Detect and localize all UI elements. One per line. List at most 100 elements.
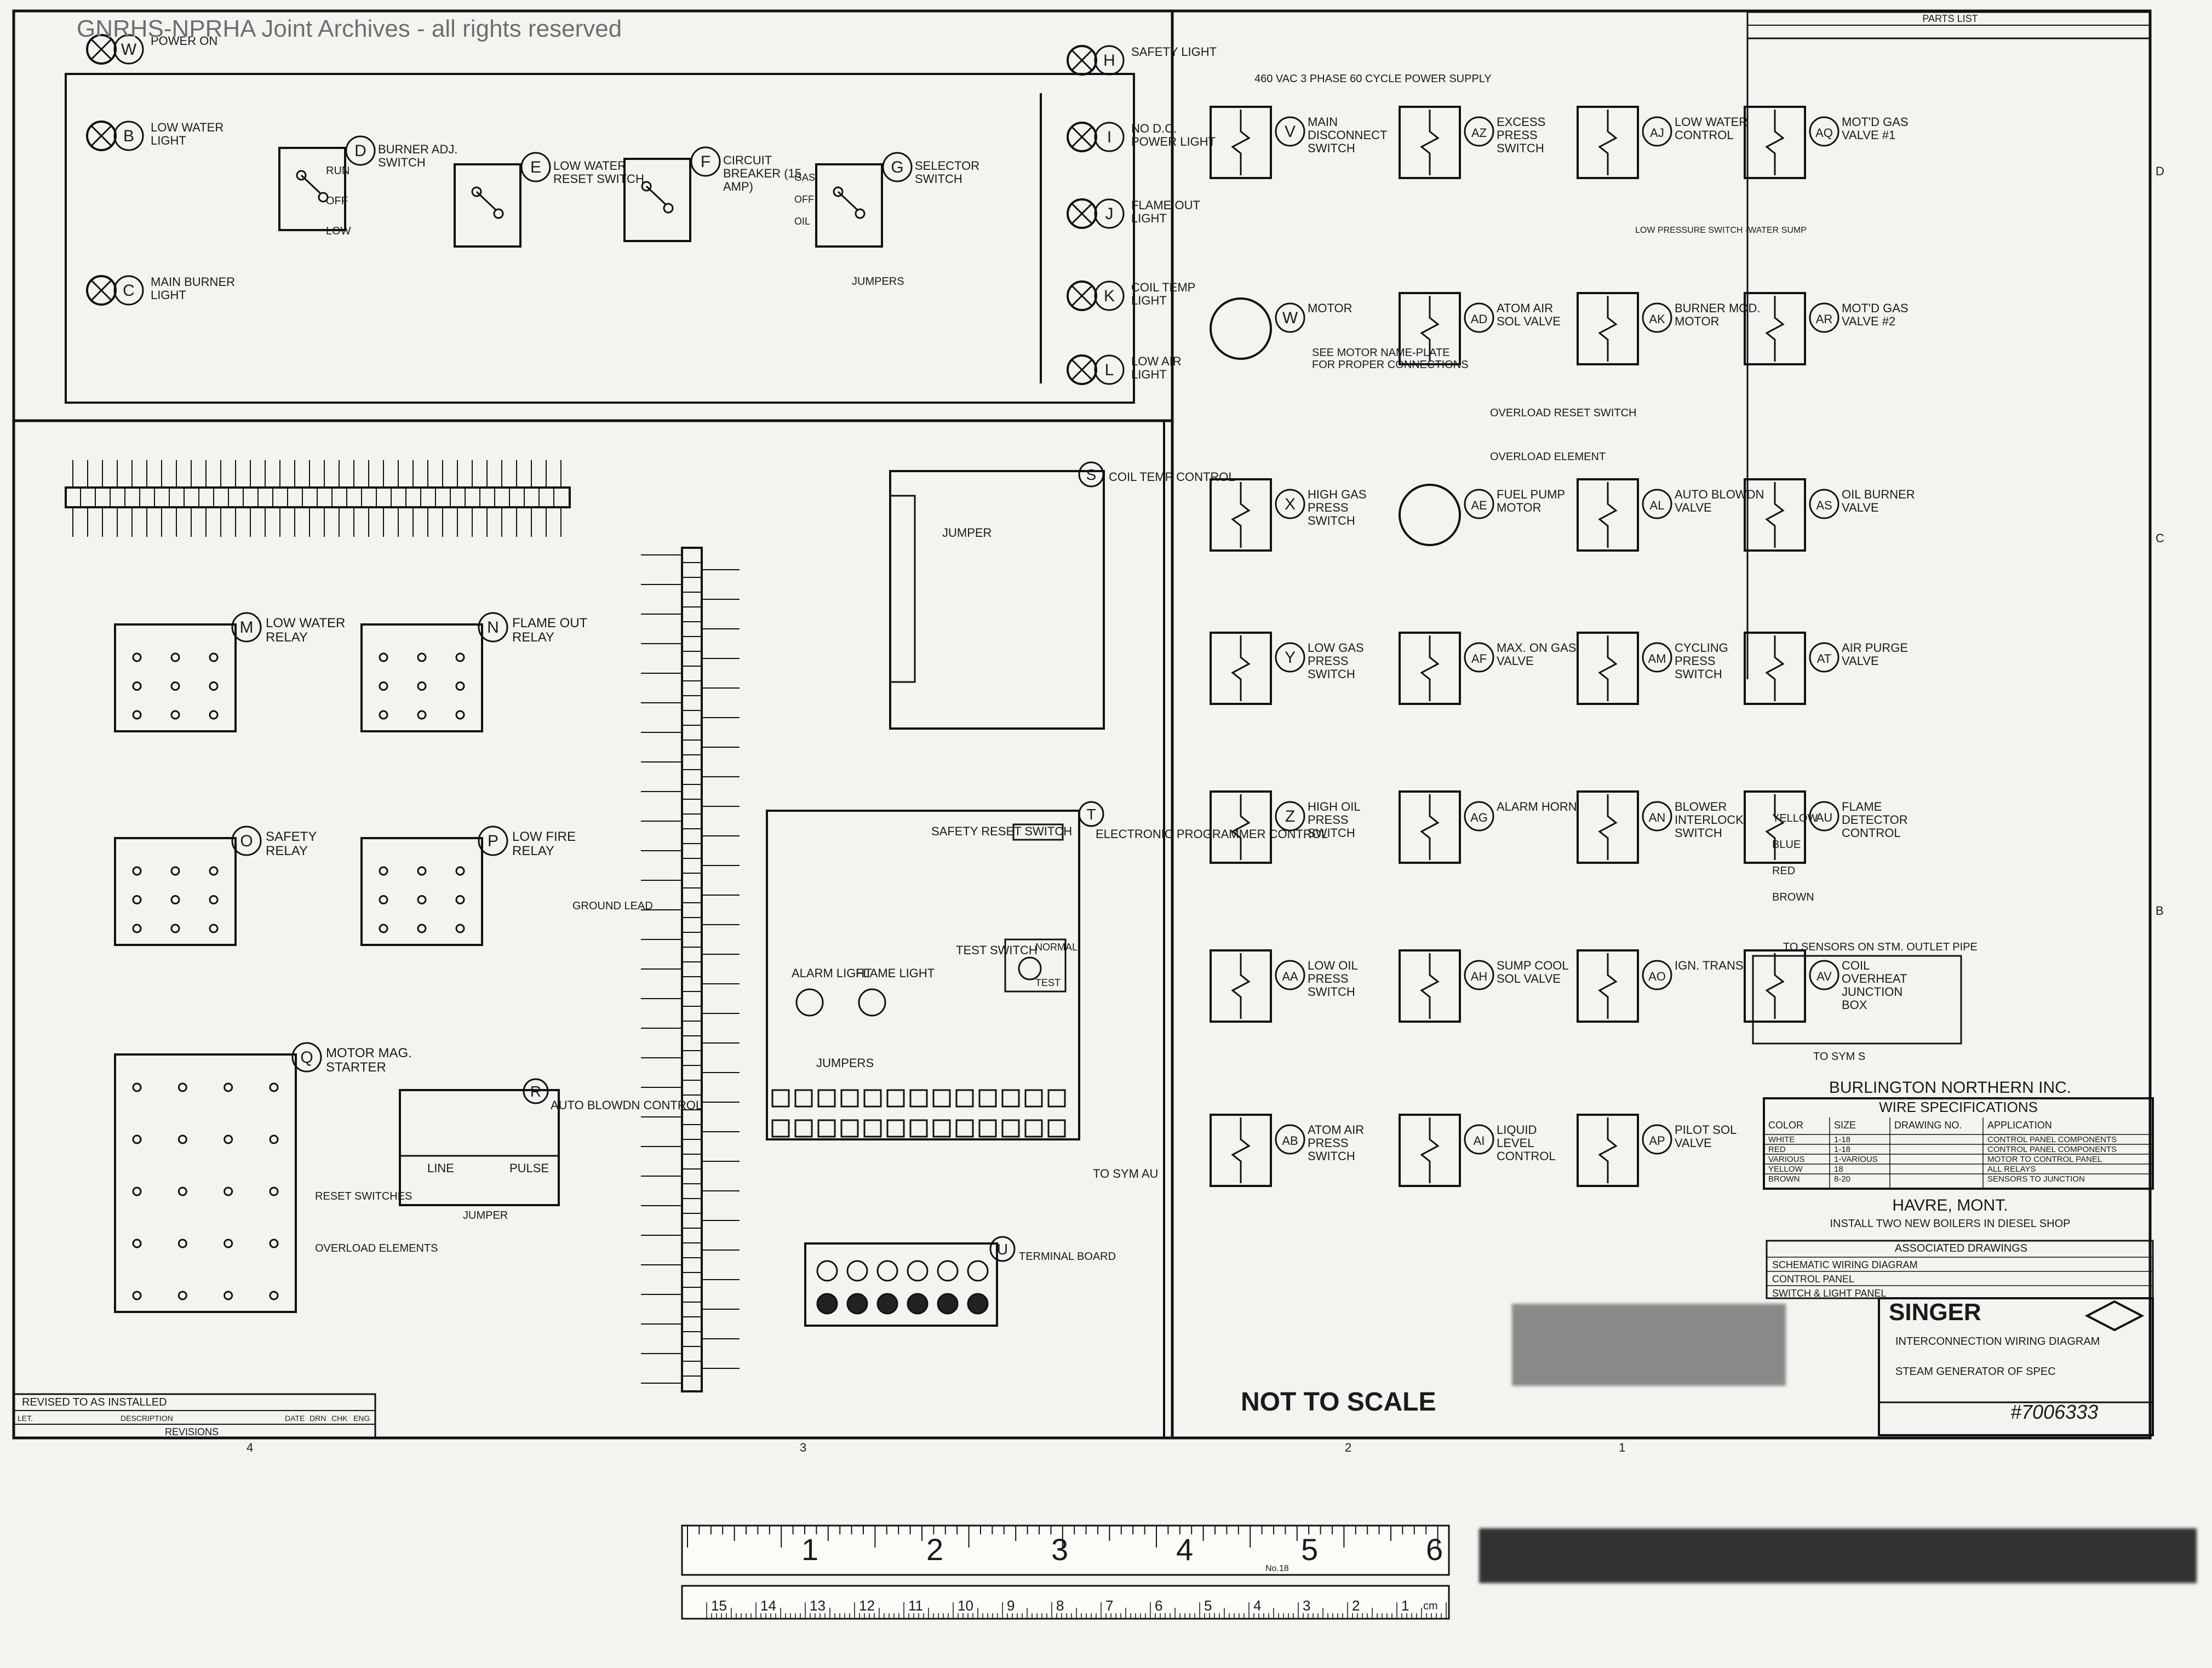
panel-E-tag-ring bbox=[520, 152, 551, 182]
panel-E-tag: E bbox=[530, 158, 541, 176]
field-AH-label-line: SOL VALVE bbox=[1497, 972, 1561, 985]
field-Y-tag: Y bbox=[1285, 649, 1296, 667]
field-AU-label-line: CONTROL bbox=[1842, 826, 1901, 840]
field-AQ-tag: AQ bbox=[1815, 126, 1833, 140]
panel-D-label-line: BURNER ADJ. bbox=[378, 142, 457, 156]
field-Z-tag: Z bbox=[1285, 807, 1295, 826]
field-W-tag-ring bbox=[1275, 302, 1305, 333]
field-AI-label-line: LEVEL bbox=[1497, 1136, 1534, 1150]
field-AD-label-line: SOL VALVE bbox=[1497, 314, 1561, 328]
zone-marker: 2 bbox=[1345, 1441, 1351, 1454]
device-body bbox=[1744, 790, 1806, 864]
field-Y-label-line: PRESS bbox=[1308, 654, 1349, 668]
ruler-inch-label: 4 bbox=[1176, 1532, 1193, 1567]
not-to-scale: NOT TO SCALE bbox=[1241, 1388, 1436, 1417]
ruler-cm-label: 9 bbox=[1007, 1597, 1015, 1614]
terminal-strip bbox=[65, 460, 571, 537]
wire-spec-cell: BROWN bbox=[1768, 1174, 1800, 1184]
field-AM-label-line: SWITCH bbox=[1675, 667, 1722, 681]
jumpers-label: JUMPERS bbox=[852, 276, 904, 288]
device-body bbox=[1577, 790, 1639, 864]
ruler-cm-label: 1 bbox=[1401, 1597, 1409, 1614]
field-AU-tag-ring bbox=[1809, 801, 1839, 832]
panel-K-label-line: LIGHT bbox=[1131, 294, 1167, 307]
field-Y-label-line: SWITCH bbox=[1308, 667, 1355, 681]
coil-temp-control-box: S COIL TEMP CONTROL JUMPER bbox=[889, 461, 1235, 730]
field-V-label-line: MAIN bbox=[1308, 115, 1338, 129]
panel-D-label-line: SWITCH bbox=[378, 156, 426, 169]
blowdown-pulse: PULSE bbox=[509, 1161, 549, 1175]
device-body bbox=[1744, 106, 1806, 179]
field-Y-label-line: LOW GAS bbox=[1308, 641, 1364, 655]
panel-W-label-line: POWER ON bbox=[151, 34, 217, 48]
field-AK-label-line: MOTOR bbox=[1675, 314, 1719, 328]
lamp-icon bbox=[1067, 354, 1097, 385]
programmer-jumpers: JUMPERS bbox=[816, 1056, 874, 1070]
to-sym-s: TO SYM S bbox=[1813, 1051, 1865, 1063]
wire-spec-header: COLOR bbox=[1768, 1120, 1803, 1131]
location: HAVRE, MONT. bbox=[1892, 1196, 2008, 1214]
field-AN-label-line: INTERLOCK bbox=[1675, 813, 1744, 827]
programmer-reset: SAFETY RESET SWITCH bbox=[931, 824, 1072, 838]
programmer-alarm-light: ALARM LIGHT bbox=[792, 966, 872, 980]
field-AM-label-line: PRESS bbox=[1675, 654, 1716, 668]
wire-spec-cell: 18 bbox=[1834, 1165, 1843, 1174]
switch-body bbox=[278, 147, 346, 231]
relay-O-label-line: SAFETY bbox=[266, 829, 317, 844]
panel-C-label-line: MAIN BURNER bbox=[151, 275, 235, 289]
field-V-tag: V bbox=[1285, 123, 1296, 141]
panel-W-tag: W bbox=[121, 41, 137, 59]
motor-icon bbox=[1210, 297, 1272, 360]
device-body bbox=[1399, 790, 1461, 864]
relay-body bbox=[360, 623, 483, 732]
field-AQ-tag-ring bbox=[1809, 116, 1839, 147]
device-body bbox=[1210, 106, 1272, 179]
zone-marker: 1 bbox=[1619, 1441, 1625, 1454]
panel-K-tag-ring bbox=[1094, 280, 1125, 311]
device-body bbox=[1577, 478, 1639, 552]
field-AZ-label-line: PRESS bbox=[1497, 128, 1538, 142]
burner-position: OFF bbox=[326, 195, 348, 207]
selector-position: OIL bbox=[794, 216, 810, 227]
wire-spec-cell: VARIOUS bbox=[1768, 1155, 1804, 1164]
field-AB-tag-ring bbox=[1275, 1124, 1305, 1155]
panel-B-label-line: LIGHT bbox=[151, 134, 186, 147]
field-AP-label-line: VALVE bbox=[1675, 1136, 1712, 1150]
zone-marker: C bbox=[2156, 531, 2164, 545]
relay-body bbox=[114, 1053, 297, 1313]
wire-spec-cell: 1-18 bbox=[1834, 1145, 1850, 1154]
drawing-number: #7006333 bbox=[2010, 1401, 2098, 1423]
panel-I-label-line: POWER LIGHT bbox=[1131, 135, 1216, 148]
coil-temp-tag: S bbox=[1086, 466, 1097, 483]
lamp-icon bbox=[86, 121, 117, 151]
field-AI-label-line: LIQUID bbox=[1497, 1123, 1537, 1137]
panel-F-label-line: AMP) bbox=[723, 180, 753, 193]
field-V-label-line: DISCONNECT bbox=[1308, 128, 1387, 142]
field-Z-label-line: PRESS bbox=[1308, 813, 1349, 827]
field-Z-label-line: SWITCH bbox=[1308, 826, 1355, 840]
field-AU-label-line: FLAME bbox=[1842, 800, 1882, 813]
field-AK-label-line: BURNER MOD. bbox=[1675, 301, 1760, 315]
panel-G-tag-ring bbox=[882, 152, 913, 182]
device-body bbox=[1210, 1114, 1272, 1187]
wire-spec-cell: 8-20 bbox=[1834, 1174, 1850, 1184]
field-AP-tag-ring bbox=[1642, 1124, 1672, 1155]
field-AS-tag: AS bbox=[1816, 498, 1832, 512]
panel-F-label-line: BREAKER (15 bbox=[723, 167, 801, 180]
ruler-cm-label: 11 bbox=[908, 1597, 923, 1614]
field-AM-label-line: CYCLING bbox=[1675, 641, 1728, 655]
field-AE-tag: AE bbox=[1471, 498, 1487, 512]
wire-spec-cell: RED bbox=[1768, 1145, 1786, 1154]
